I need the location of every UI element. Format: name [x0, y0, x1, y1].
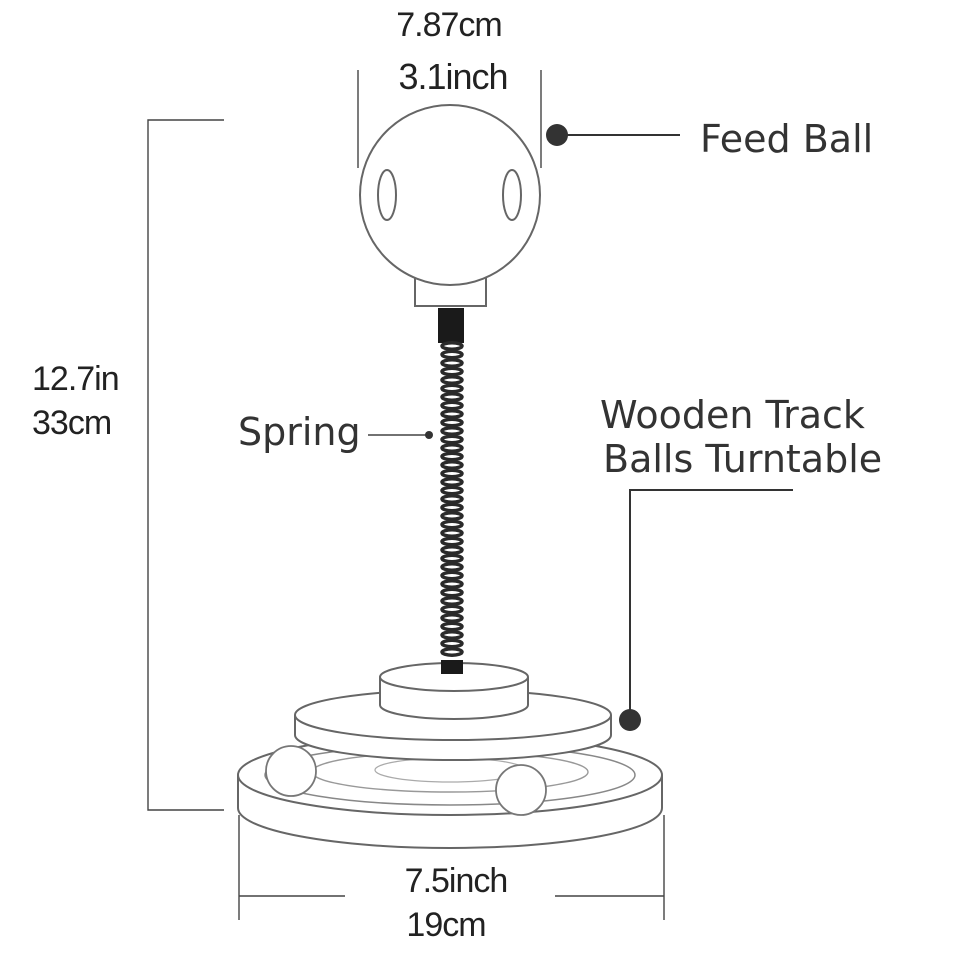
spring-coil [440, 562, 464, 572]
turntable-dot [619, 709, 641, 731]
spring-coil [440, 528, 464, 538]
spring-coil [440, 502, 464, 513]
spring-coil [440, 358, 464, 368]
spring-coil [440, 366, 464, 377]
spring-coil [440, 545, 464, 555]
feed-ball [359, 104, 541, 307]
spring-coil [440, 630, 464, 640]
spring-coil [440, 460, 464, 470]
spring-coil [440, 613, 464, 623]
spring-coil [440, 621, 464, 632]
spring-coil [440, 579, 464, 589]
spring-coil [440, 349, 464, 360]
height-in: 12.7in [32, 360, 119, 398]
ball-width-dimension: 7.87cm 3.1inch [357, 6, 542, 168]
turntable-label-line2: Balls Turntable [603, 437, 882, 481]
track-ball-left [265, 745, 317, 797]
spring-coil [440, 511, 464, 521]
spring-coil [440, 400, 464, 411]
height-cm: 33cm [32, 404, 111, 442]
spring-coil [440, 341, 464, 351]
spring-coil [440, 604, 464, 615]
spring-coil [440, 468, 464, 479]
spring-coil [440, 392, 464, 402]
spring-coil [440, 409, 464, 419]
spring-coil [440, 494, 464, 504]
feed-ball-callout: Feed Ball [546, 117, 873, 161]
track-ball-right [495, 764, 547, 816]
spring-coil [440, 638, 464, 649]
base-width-in: 7.5inch [405, 862, 508, 900]
turntable-hub [379, 662, 529, 720]
feed-ball-label: Feed Ball [700, 117, 873, 161]
spring-coil [440, 383, 464, 394]
spring-coil [440, 477, 464, 487]
spring-callout: Spring [238, 410, 433, 454]
spring-coil [440, 647, 464, 657]
spring-coil [440, 375, 464, 385]
spring-coil [440, 553, 464, 564]
ball-width-cm: 7.87cm [396, 6, 502, 44]
turntable-callout: Wooden Track Balls Turntable [600, 393, 882, 731]
spring-coil [440, 417, 464, 428]
spring-coil [440, 426, 464, 436]
spring-coil [440, 443, 464, 453]
spring-label: Spring [238, 410, 361, 454]
spring-coil [440, 596, 464, 606]
spring-coil [440, 519, 464, 530]
spring-dot [425, 431, 433, 439]
base-width-dimension: 7.5inch 19cm [238, 815, 665, 944]
ball-width-in: 3.1inch [398, 56, 507, 97]
spring-coil [440, 434, 464, 445]
height-dimension: 12.7in 33cm [32, 119, 224, 811]
spring-coil [440, 451, 464, 462]
spring-coil [440, 587, 464, 598]
spring-coil [440, 536, 464, 547]
spring [438, 308, 464, 674]
spring-coil [440, 485, 464, 496]
turntable-label-line1: Wooden Track [600, 393, 865, 437]
spring-coil [440, 570, 464, 581]
base-width-cm: 19cm [406, 906, 485, 944]
